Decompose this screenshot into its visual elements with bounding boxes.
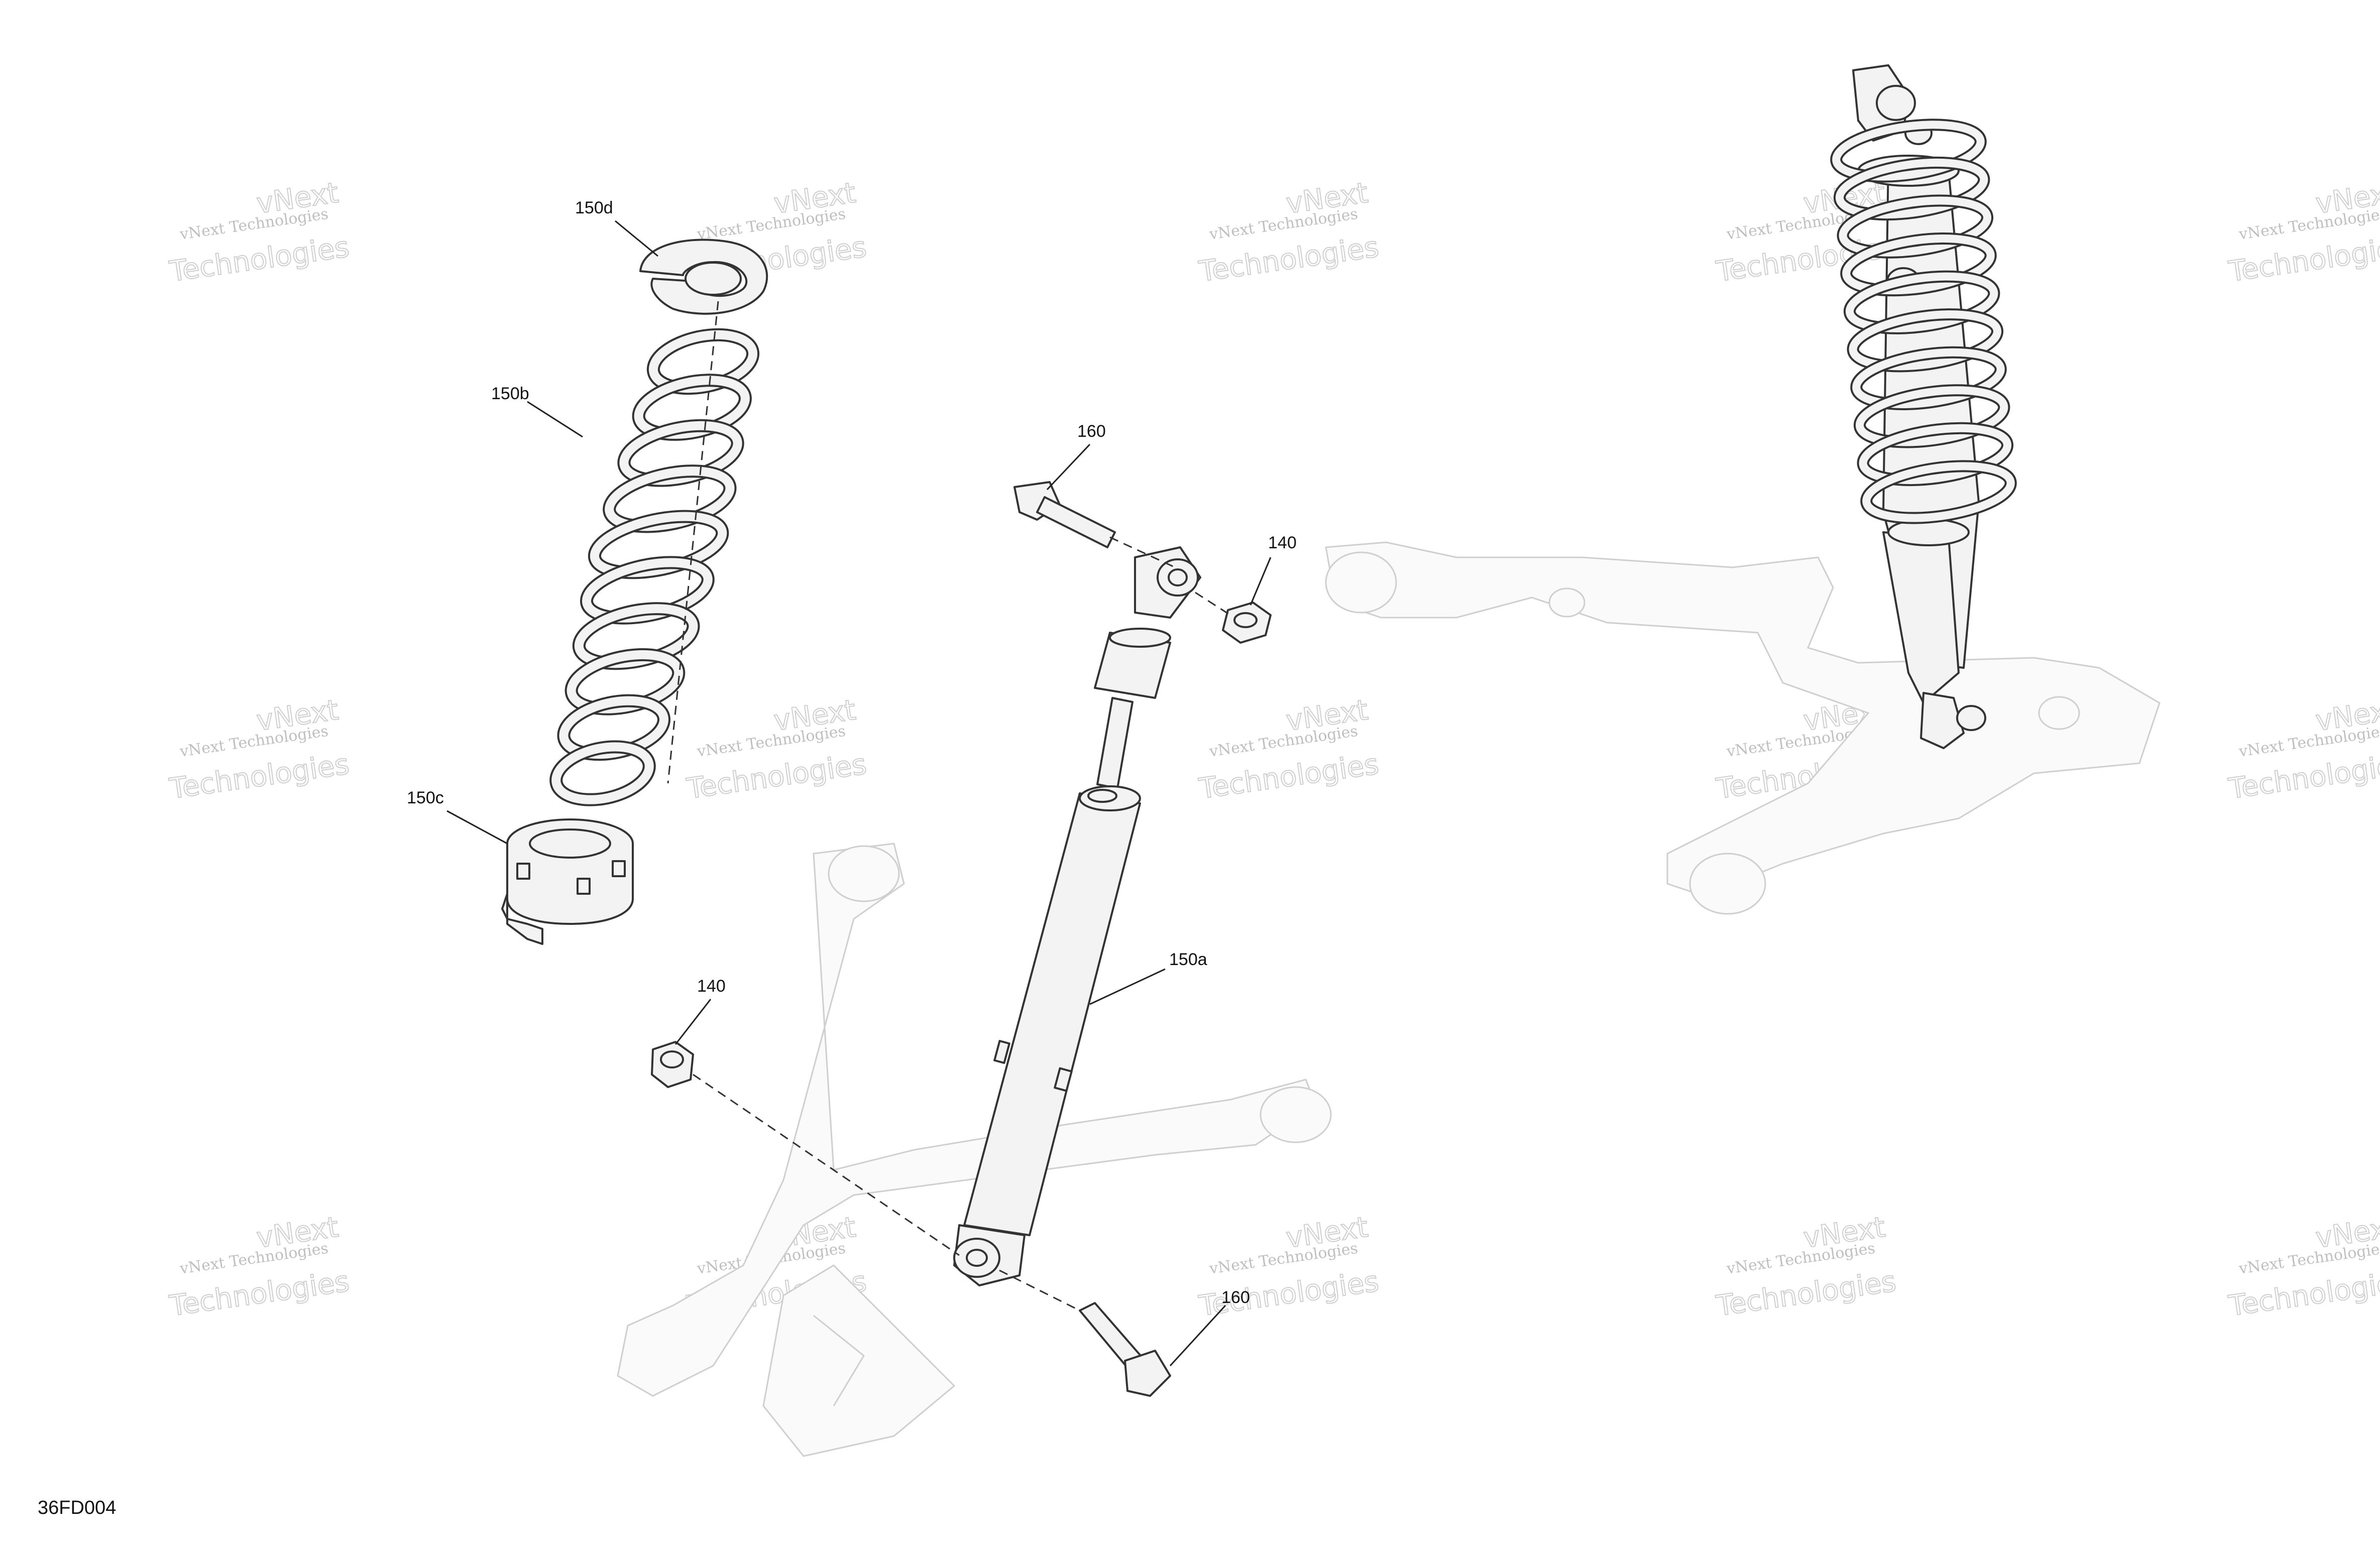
assembled-coil-face [1835,158,1988,219]
assembled-coil-face [1862,462,2015,522]
coil-spring-150b [549,328,760,806]
spring-coil-face [605,466,735,531]
callout-labels: 150d 150b 150c 160 140 140 150a 160 [407,198,1297,1307]
figure-id: 36FD004 [38,1497,116,1518]
assembled-coil-spring [1830,118,2017,524]
assembled-coil-face [1842,234,1995,295]
spring-retainer-150d [639,239,768,315]
assembled-coil-face [1859,424,2012,485]
assembled-coil-face [1855,386,2008,446]
shock-absorber-150a [953,546,1201,1286]
spring-seat-150c [501,818,634,945]
nut-140-left [651,1041,694,1088]
assembled-coil-face [1849,310,2002,371]
nut-140-right [1222,602,1272,644]
assembled-coil-face [1832,121,1985,181]
callout-150b: 150b [491,384,529,403]
callout-160-top: 160 [1077,422,1106,441]
assembled-coil-face [1839,196,1992,257]
swing-arm-ghost-right [1325,541,2161,915]
callout-150a: 150a [1169,950,1207,969]
leader-lines [446,220,1272,1367]
callout-140-right: 140 [1268,533,1297,552]
callout-140-left: 140 [697,977,726,996]
spring-coil-face [551,742,654,804]
explode-lines [667,301,1231,1312]
bolt-160-top [1013,481,1116,548]
swing-arm-ghost-center [617,843,1332,1457]
assembled-coil-face [1845,272,1998,332]
callout-160-bottom: 160 [1221,1288,1250,1307]
assembled-coil-face [1852,348,2005,408]
bolt-160-bottom [1079,1302,1171,1397]
callout-150d: 150d [575,198,613,217]
callout-150c: 150c [407,788,444,807]
